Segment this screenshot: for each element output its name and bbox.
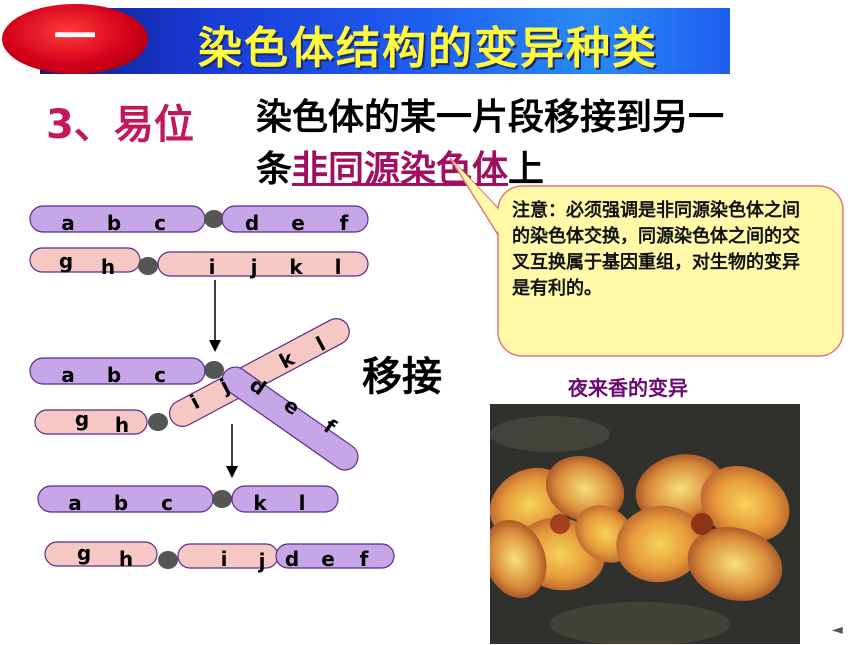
gene-label: l xyxy=(335,255,342,279)
chromosome-2-left xyxy=(34,409,148,435)
gene-label: c xyxy=(161,491,173,515)
gene-label: h xyxy=(119,547,133,571)
flower-photo xyxy=(490,404,800,644)
centromere xyxy=(148,413,168,431)
gene-label: d xyxy=(285,547,299,571)
callout-bubble xyxy=(449,157,844,357)
definition-line2-pre: 条 xyxy=(256,149,293,190)
chromosome-1-right xyxy=(221,205,369,233)
centromere xyxy=(212,490,232,508)
callout-box xyxy=(497,185,844,357)
gene-label: g xyxy=(77,541,91,565)
gene-label: d xyxy=(245,211,259,235)
gene-label: i xyxy=(209,255,216,279)
gene-label: j xyxy=(250,255,258,279)
gene-label: c xyxy=(154,211,166,235)
prev-slide-icon[interactable]: ◄ xyxy=(832,622,843,638)
definition-line1: 染色体的某一片段移接到另一 xyxy=(256,97,725,138)
chromosome-2-right xyxy=(157,251,369,277)
chromosome-2-right xyxy=(275,543,395,569)
left-flower xyxy=(490,455,635,598)
gene-label: l xyxy=(299,491,306,515)
centromere xyxy=(204,210,224,228)
gene-label: g xyxy=(59,249,73,273)
chromosome-1-right xyxy=(231,485,339,513)
gene-label: a xyxy=(61,363,75,387)
gene-label: a xyxy=(61,211,75,235)
section-title: 3、易位 xyxy=(46,102,194,148)
flower-image xyxy=(490,404,800,644)
gene-label: h xyxy=(101,255,115,279)
gene-label: f xyxy=(360,547,369,571)
right-flower xyxy=(616,454,790,601)
header-bar xyxy=(40,8,730,74)
gene-label: g xyxy=(75,407,89,431)
gene-label: f xyxy=(340,211,349,235)
gene-label: b xyxy=(114,491,128,515)
definition-line2-post: 上 xyxy=(508,149,545,190)
chromosome-2-left xyxy=(44,541,158,567)
translocation-label: 移接 xyxy=(362,354,442,400)
gene-label: b xyxy=(107,363,121,387)
header-badge: 一 xyxy=(2,4,148,74)
photo-caption: 夜来香的变异 xyxy=(568,376,688,400)
centromere xyxy=(138,257,158,275)
gene-label: h xyxy=(115,413,129,437)
callout-text: 注意：必须强调是非同源染色体之间的染色体交换，同源染色体之间的交叉互换属于基因重… xyxy=(512,200,800,299)
centromere xyxy=(204,361,224,379)
down-arrow-head xyxy=(209,340,221,352)
centromere xyxy=(158,551,178,569)
crossing-arm-lower xyxy=(221,366,359,471)
chromosome-2-left xyxy=(29,247,141,273)
gene-label: k xyxy=(253,491,267,515)
crossing-arm-upper xyxy=(168,318,350,427)
gene-label: e xyxy=(321,547,335,571)
gene-label: a xyxy=(68,491,82,515)
page-title: 染色体结构的变异种类 xyxy=(198,23,658,74)
gene-label: e xyxy=(291,211,305,235)
down-arrow-head xyxy=(226,466,238,478)
gene-label: i xyxy=(221,547,228,571)
gene-label: c xyxy=(154,363,166,387)
gene-label: b xyxy=(107,211,121,235)
gene-label: j xyxy=(258,549,266,573)
gene-label: k xyxy=(289,255,303,279)
